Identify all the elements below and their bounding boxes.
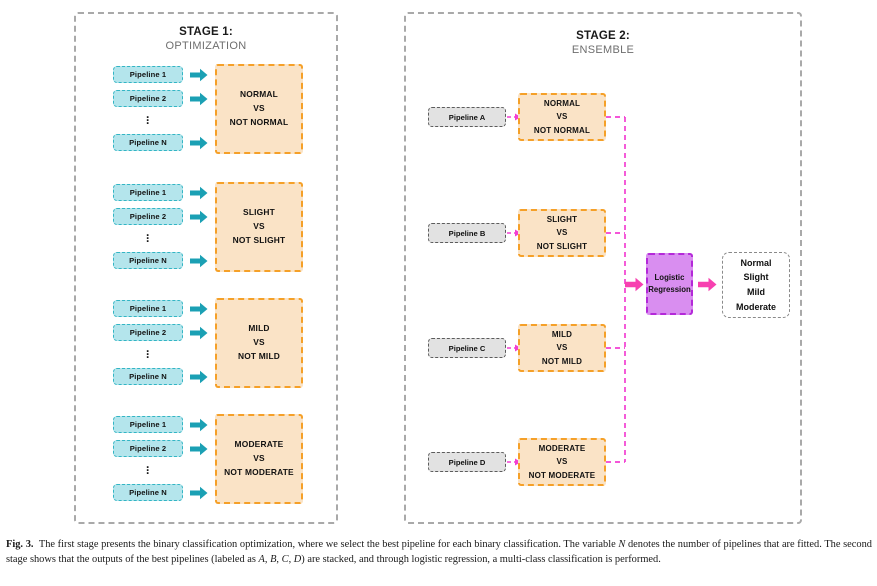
output-class-normal: Normal xyxy=(740,257,772,268)
stage1-task-mild-line2: VS xyxy=(253,337,265,348)
stage2-task-mild-line3: NOT MILD xyxy=(541,356,583,366)
stage2-task-moderate-line2: VS xyxy=(556,457,568,467)
stage1-g0-arrow-2-icon xyxy=(190,92,208,106)
stage1-task-slight-line2: VS xyxy=(253,221,265,232)
stage2-task-slight-line2: VS xyxy=(556,228,568,238)
stage2-title: STAGE 2: xyxy=(576,30,630,42)
stage2-task-slight[interactable]: SLIGHT VS NOT SLIGHT xyxy=(518,209,606,257)
stage1-g2-ellipsis-icon: ··· xyxy=(146,344,150,364)
logistic-regression-line1: Logistic xyxy=(654,273,685,283)
stage1-task-normal[interactable]: NORMAL VS NOT NORMAL xyxy=(215,64,303,154)
stage1-g3-ellipsis-icon: ··· xyxy=(146,460,150,480)
stage1-g1-arrow-n-icon xyxy=(190,254,208,268)
stage1-task-moderate-line3: NOT MODERATE xyxy=(224,466,294,477)
arrow-to-logistic-regression-icon xyxy=(625,277,644,292)
stage1-task-normal-line1: NORMAL xyxy=(240,89,278,100)
stage1-g3-arrow-1-icon xyxy=(190,418,208,432)
stage1-task-slight-line1: SLIGHT xyxy=(243,207,275,218)
stage1-g3-pipeline-n[interactable]: Pipeline N xyxy=(113,484,183,501)
stage1-g2-arrow-1-icon xyxy=(190,302,208,316)
stage2-task-normal-line3: NOT NORMAL xyxy=(533,125,591,135)
stage1-g1-pipeline-1[interactable]: Pipeline 1 xyxy=(113,184,183,201)
stage1-task-normal-line2: VS xyxy=(253,103,265,114)
figure-caption-var-a: A xyxy=(258,554,265,566)
stage1-g2-arrow-n-icon xyxy=(190,370,208,384)
stage2-pipeline-c[interactable]: Pipeline C xyxy=(428,338,506,358)
output-class-slight: Slight xyxy=(743,272,769,283)
stage1-g2-pipeline-2[interactable]: Pipeline 2 xyxy=(113,324,183,341)
stage1-g1-pipeline-2[interactable]: Pipeline 2 xyxy=(113,208,183,225)
figure-caption-var-c: C xyxy=(281,554,289,566)
stage2-task-moderate[interactable]: MODERATE VS NOT MODERATE xyxy=(518,438,606,486)
arrow-to-output-icon xyxy=(698,277,717,292)
figure-caption-part3: ) are stacked, and through logistic regr… xyxy=(301,554,661,566)
output-class-mild: Mild xyxy=(747,287,765,297)
figure-caption-sep3: , xyxy=(288,554,294,566)
figure-caption-var-n: N xyxy=(618,539,626,550)
stage2-task-mild-line1: MILD xyxy=(551,330,573,340)
figure-caption-sep2: , xyxy=(276,554,282,566)
stage1-task-moderate-line1: MODERATE xyxy=(234,439,284,450)
stage1-g1-arrow-1-icon xyxy=(190,186,208,200)
figure-canvas: STAGE 1: OPTIMIZATION Pipeline 1 Pipelin… xyxy=(74,12,802,524)
stage2-pipeline-b[interactable]: Pipeline B xyxy=(428,223,506,243)
stage2-subtitle: ENSEMBLE xyxy=(571,44,635,56)
output-class-moderate: Moderate xyxy=(735,301,776,312)
stage1-task-normal-line3: NOT NORMAL xyxy=(229,116,289,127)
stage2-task-normal[interactable]: NORMAL VS NOT NORMAL xyxy=(518,93,606,141)
stage2-task-moderate-line1: MODERATE xyxy=(538,444,586,454)
stage2-task-mild[interactable]: MILD VS NOT MILD xyxy=(518,324,606,372)
stage1-task-slight[interactable]: SLIGHT VS NOT SLIGHT xyxy=(215,182,303,272)
figure-caption-label: Fig. 3. xyxy=(6,539,34,550)
stage2-pipeline-d[interactable]: Pipeline D xyxy=(428,452,506,472)
logistic-regression-line2: Regression xyxy=(648,285,691,294)
stage1-g2-arrow-2-icon xyxy=(190,326,208,340)
stage1-g1-ellipsis-icon: ··· xyxy=(146,228,150,248)
stage1-task-moderate[interactable]: MODERATE VS NOT MODERATE xyxy=(215,414,303,504)
stage2-task-normal-line1: NORMAL xyxy=(543,99,581,109)
figure-caption-part2: denotes the number of pipelines that are… xyxy=(6,539,872,566)
stage2-task-normal-line2: VS xyxy=(556,112,568,122)
stage1-task-mild-line1: MILD xyxy=(248,323,270,334)
stage2-task-slight-line1: SLIGHT xyxy=(546,215,578,225)
stage1-g0-arrow-n-icon xyxy=(190,136,208,150)
stage1-g0-ellipsis-icon: ··· xyxy=(146,110,150,130)
stage1-g1-arrow-2-icon xyxy=(190,210,208,224)
stage2-task-moderate-line3: NOT MODERATE xyxy=(528,470,596,480)
figure-caption-part1: The first stage presents the binary clas… xyxy=(38,539,619,550)
figure-caption-var-d: D xyxy=(293,554,302,566)
stage1-subtitle: OPTIMIZATION xyxy=(165,40,247,52)
stage2-task-mild-line2: VS xyxy=(556,343,568,353)
stage1-g3-pipeline-1[interactable]: Pipeline 1 xyxy=(113,416,183,433)
stage1-task-mild[interactable]: MILD VS NOT MILD xyxy=(215,298,303,388)
stage1-g0-pipeline-1[interactable]: Pipeline 1 xyxy=(113,66,183,83)
logistic-regression-box[interactable]: Logistic Regression xyxy=(646,253,693,315)
stage1-task-slight-line3: NOT SLIGHT xyxy=(232,234,286,245)
figure-caption-sep1: , xyxy=(264,554,271,566)
stage2-task-slight-line3: NOT SLIGHT xyxy=(536,241,588,251)
stage1-g3-arrow-n-icon xyxy=(190,486,208,500)
stage1-title: STAGE 1: xyxy=(179,26,233,38)
stage1-g2-pipeline-1[interactable]: Pipeline 1 xyxy=(113,300,183,317)
figure-caption: Fig. 3. The first stage presents the bin… xyxy=(6,537,872,567)
stage1-g3-pipeline-2[interactable]: Pipeline 2 xyxy=(113,440,183,457)
stage2-pipeline-a[interactable]: Pipeline A xyxy=(428,107,506,127)
stage1-g0-pipeline-2[interactable]: Pipeline 2 xyxy=(113,90,183,107)
stage1-g0-arrow-1-icon xyxy=(190,68,208,82)
output-classes-box[interactable]: Normal Slight Mild Moderate xyxy=(722,252,790,318)
stage1-g1-pipeline-n[interactable]: Pipeline N xyxy=(113,252,183,269)
stage1-g3-arrow-2-icon xyxy=(190,442,208,456)
stage1-task-moderate-line2: VS xyxy=(253,453,265,464)
stage1-task-mild-line3: NOT MILD xyxy=(237,350,281,361)
stage1-g0-pipeline-n[interactable]: Pipeline N xyxy=(113,134,183,151)
stage1-g2-pipeline-n[interactable]: Pipeline N xyxy=(113,368,183,385)
figure-caption-var-b: B xyxy=(270,554,277,566)
